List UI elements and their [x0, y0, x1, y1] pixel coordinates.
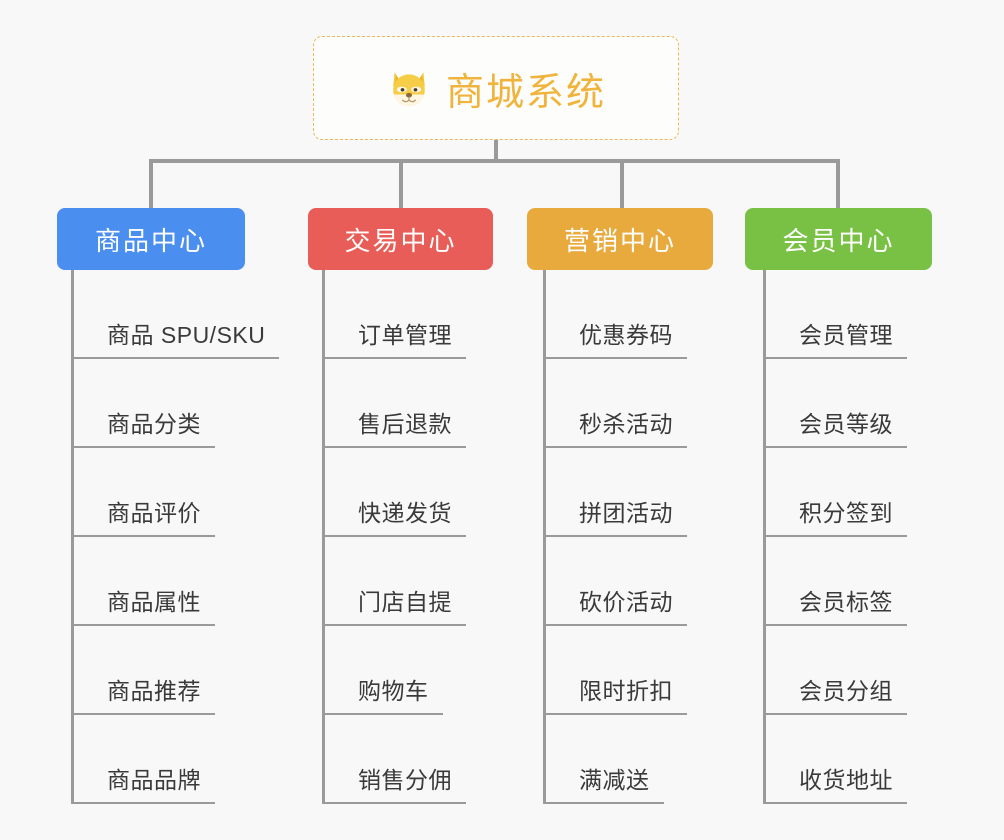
leaf-list-0: 商品 SPU/SKU 商品分类 商品评价 商品属性 商品推荐 商品品牌	[71, 270, 280, 804]
leaf-item-0-0[interactable]: 商品 SPU/SKU	[71, 270, 280, 359]
leaf-item-2-5[interactable]: 满减送	[543, 715, 713, 804]
leaf-label-2-1: 秒杀活动	[579, 411, 673, 437]
leaf-label-2-2: 拼团活动	[579, 500, 673, 526]
leaf-trunk-1	[322, 270, 325, 804]
leaf-label-0-2: 商品评价	[107, 500, 201, 526]
drop-connector-1	[149, 159, 153, 209]
branch-header-3[interactable]: 会员中心	[745, 208, 932, 270]
leaf-item-0-4[interactable]: 商品推荐	[71, 626, 245, 715]
leaf-item-3-1[interactable]: 会员等级	[763, 359, 932, 448]
leaf-label-3-1: 会员等级	[799, 411, 893, 437]
leaf-item-2-4[interactable]: 限时折扣	[543, 626, 713, 715]
branch-header-2[interactable]: 营销中心	[527, 208, 713, 270]
branch-header-label-2: 营销中心	[563, 225, 676, 256]
shiba-dog-face-icon	[386, 65, 432, 111]
drop-connector-3	[620, 159, 624, 209]
leaf-label-1-2: 快递发货	[358, 500, 452, 526]
leaf-item-3-0[interactable]: 会员管理	[763, 270, 932, 359]
leaf-label-3-4: 会员分组	[799, 678, 893, 704]
branch-column-2: 营销中心 优惠券码 秒杀活动 拼团活动 砍价活动 限时折扣 满减送	[527, 208, 713, 804]
leaf-item-0-3[interactable]: 商品属性	[71, 537, 245, 626]
leaf-label-0-3: 商品属性	[107, 589, 201, 615]
leaf-list-1: 订单管理 售后退款 快递发货 门店自提 购物车 销售分佣	[322, 270, 493, 804]
leaf-label-2-5: 满减送	[579, 767, 650, 793]
leaf-label-2-0: 优惠券码	[579, 322, 673, 348]
root-node-label: 商城系统	[445, 71, 606, 114]
branch-header-0[interactable]: 商品中心	[57, 208, 245, 270]
leaf-label-1-1: 售后退款	[358, 411, 452, 437]
leaf-item-3-3[interactable]: 会员标签	[763, 537, 932, 626]
leaf-item-0-5[interactable]: 商品品牌	[71, 715, 245, 804]
leaf-item-2-0[interactable]: 优惠券码	[543, 270, 713, 359]
leaf-item-0-2[interactable]: 商品评价	[71, 448, 245, 537]
branch-column-0: 商品中心 商品 SPU/SKU 商品分类 商品评价 商品属性 商品推荐 商品品牌	[57, 208, 280, 804]
leaf-item-0-1[interactable]: 商品分类	[71, 359, 245, 448]
leaf-label-3-5: 收货地址	[799, 767, 893, 793]
root-node-mall-system[interactable]: 商城系统	[313, 36, 679, 140]
branch-column-1: 交易中心 订单管理 售后退款 快递发货 门店自提 购物车 销售分佣	[308, 208, 493, 804]
leaf-item-1-0[interactable]: 订单管理	[322, 270, 493, 359]
leaf-label-2-4: 限时折扣	[579, 678, 673, 704]
leaf-item-2-1[interactable]: 秒杀活动	[543, 359, 713, 448]
branch-header-label-1: 交易中心	[344, 225, 457, 256]
leaf-label-0-1: 商品分类	[107, 411, 201, 437]
leaf-item-2-2[interactable]: 拼团活动	[543, 448, 713, 537]
leaf-trunk-0	[71, 270, 74, 804]
root-stem-connector	[494, 140, 498, 162]
branch-header-label-0: 商品中心	[94, 225, 207, 256]
leaf-list-3: 会员管理 会员等级 积分签到 会员标签 会员分组 收货地址	[763, 270, 932, 804]
leaf-label-0-4: 商品推荐	[107, 678, 201, 704]
horizontal-bus-connector	[149, 159, 840, 163]
leaf-item-3-4[interactable]: 会员分组	[763, 626, 932, 715]
leaf-label-3-2: 积分签到	[799, 500, 893, 526]
leaf-item-3-5[interactable]: 收货地址	[763, 715, 932, 804]
drop-connector-4	[836, 159, 840, 209]
branch-header-label-3: 会员中心	[782, 225, 895, 256]
leaf-label-0-5: 商品品牌	[107, 767, 201, 793]
drop-connector-2	[399, 159, 403, 209]
leaf-label-1-5: 销售分佣	[358, 767, 452, 793]
leaf-item-3-2[interactable]: 积分签到	[763, 448, 932, 537]
leaf-item-1-5[interactable]: 销售分佣	[322, 715, 493, 804]
leaf-item-1-3[interactable]: 门店自提	[322, 537, 493, 626]
leaf-label-1-3: 门店自提	[358, 589, 452, 615]
leaf-label-3-0: 会员管理	[799, 322, 893, 348]
leaf-label-2-3: 砍价活动	[579, 589, 673, 615]
branch-header-1[interactable]: 交易中心	[308, 208, 493, 270]
leaf-label-0-0: 商品 SPU/SKU	[107, 322, 266, 348]
leaf-trunk-2	[543, 270, 546, 804]
branch-column-3: 会员中心 会员管理 会员等级 积分签到 会员标签 会员分组 收货地址	[745, 208, 932, 804]
leaf-label-3-3: 会员标签	[799, 589, 893, 615]
leaf-item-1-1[interactable]: 售后退款	[322, 359, 493, 448]
leaf-item-2-3[interactable]: 砍价活动	[543, 537, 713, 626]
leaf-trunk-3	[763, 270, 766, 804]
leaf-item-1-2[interactable]: 快递发货	[322, 448, 493, 537]
leaf-item-1-4[interactable]: 购物车	[322, 626, 493, 715]
leaf-label-1-4: 购物车	[358, 678, 429, 704]
leaf-label-1-0: 订单管理	[358, 322, 452, 348]
leaf-list-2: 优惠券码 秒杀活动 拼团活动 砍价活动 限时折扣 满减送	[543, 270, 713, 804]
